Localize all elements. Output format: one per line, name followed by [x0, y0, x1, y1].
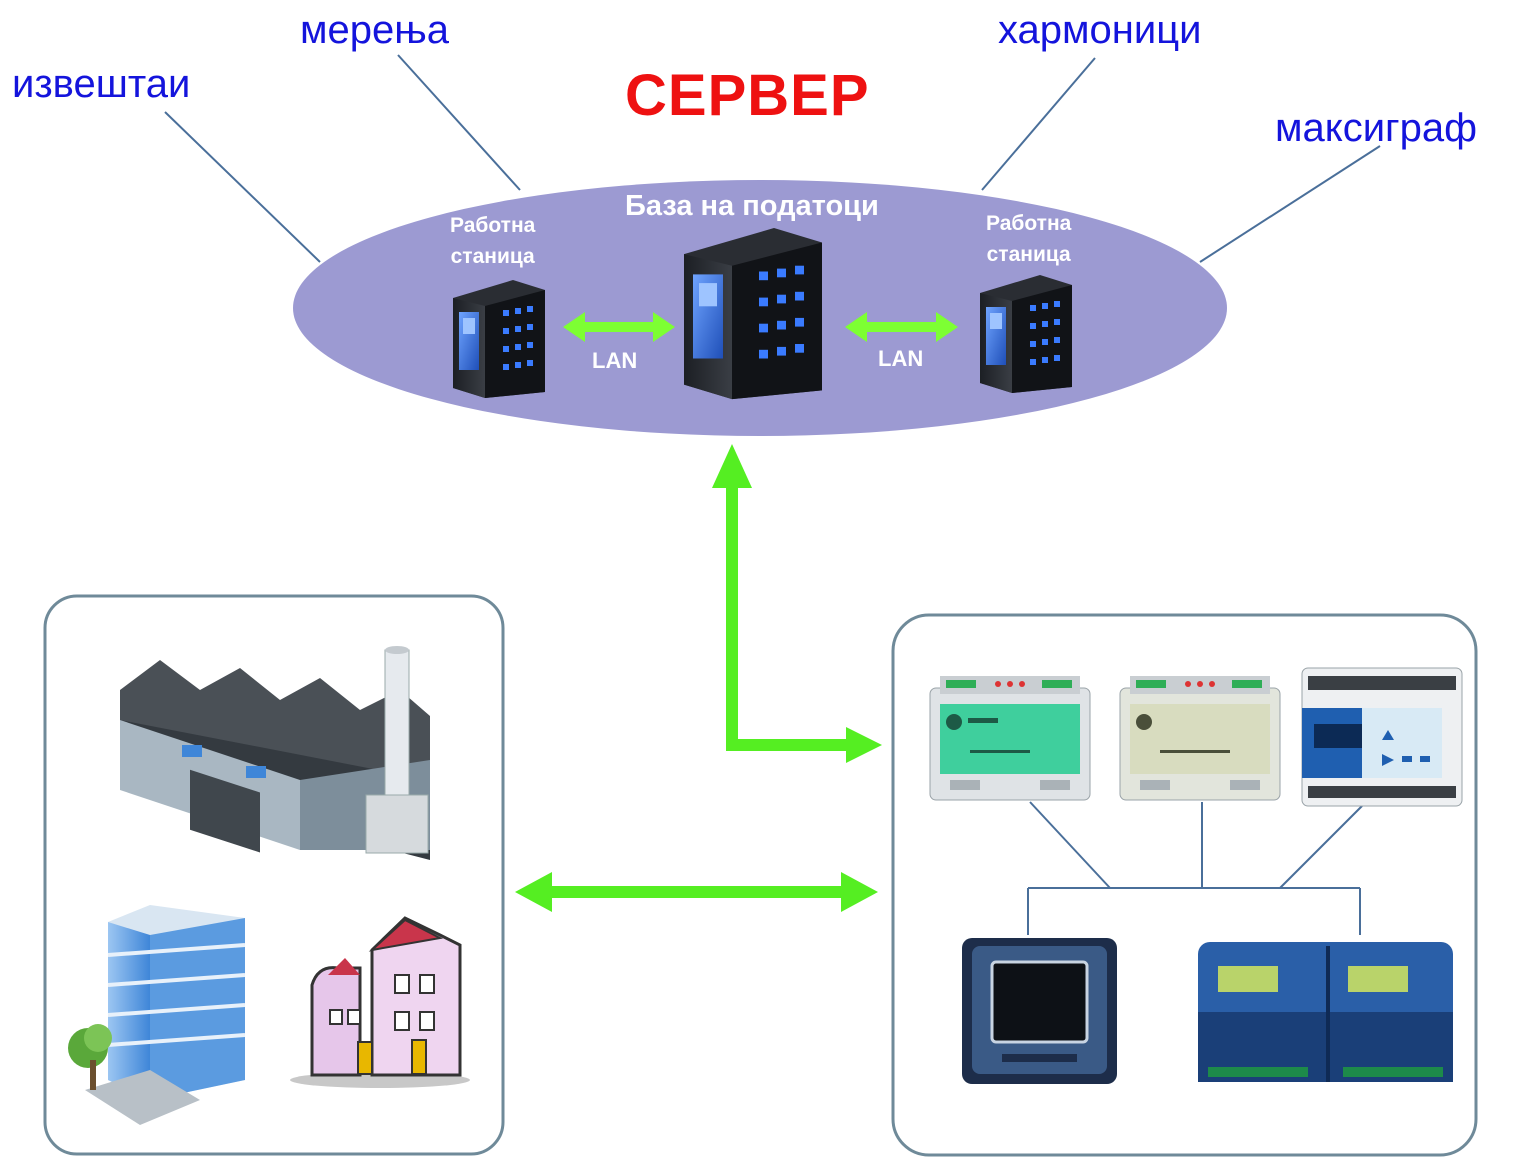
workstation-left-label: Работна станица: [450, 210, 535, 272]
workstation-right-icon: [980, 275, 1072, 393]
server-title: СЕРВЕР: [625, 63, 870, 128]
power-meter-device-icon-3: [1198, 942, 1453, 1082]
houses-icon: [290, 916, 470, 1088]
device-tree-lines: [1027, 801, 1363, 935]
power-meter-device-icon-2: [962, 938, 1117, 1084]
label-reports: извештаи: [12, 62, 191, 106]
power-controller-device-icon-2: [1119, 676, 1281, 801]
main-connector-arrows: [515, 444, 882, 912]
lan-right-arrow: [845, 312, 958, 342]
lan-left-arrow: [563, 312, 675, 342]
workstation-right-line2: станица: [986, 243, 1071, 266]
label-maxigraph: максиграф: [1275, 106, 1478, 150]
lan-right-label: LAN: [878, 346, 924, 371]
database-server-icon: [684, 228, 822, 400]
label-harmonics: хармоници: [998, 8, 1202, 52]
workstation-right-line1: Работна: [986, 212, 1072, 235]
office-building-icon: [68, 905, 246, 1125]
workstation-left-line2: станица: [450, 245, 535, 268]
workstation-right-label: Работна станица: [986, 208, 1071, 270]
factory-icon: [120, 646, 430, 860]
workstation-left-line1: Работна: [450, 214, 536, 237]
label-measurements: мерења: [300, 8, 449, 52]
workstation-left-icon: [453, 280, 545, 398]
lan-left-label: LAN: [592, 348, 638, 373]
callout-lines: [164, 54, 1381, 263]
power-meter-device-icon-1: [1301, 667, 1463, 807]
power-controller-device-icon-1: [929, 675, 1091, 801]
database-label: База на податоци: [625, 190, 879, 222]
